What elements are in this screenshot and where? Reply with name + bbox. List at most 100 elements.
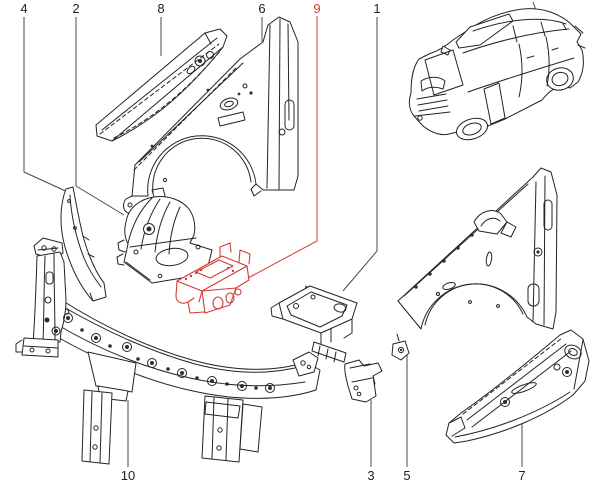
p7-slot xyxy=(511,382,537,394)
leader-line-4 xyxy=(23,17,71,194)
p6-tab-hole xyxy=(127,202,133,208)
callout-9-highlighted[interactable]: 9 xyxy=(313,1,321,16)
p10-tower-hole xyxy=(44,317,50,323)
p7-outline xyxy=(445,329,590,444)
p10-crossmember xyxy=(51,297,321,399)
p10-right-leg-hatch xyxy=(204,401,241,419)
p9-dot xyxy=(226,266,230,270)
p3-outline xyxy=(344,359,383,403)
p9-right-face xyxy=(235,265,250,289)
p3-hole xyxy=(356,391,362,397)
part-3-bracket xyxy=(344,359,383,403)
car-engine-bay-structure xyxy=(424,49,464,96)
callout-3[interactable]: 3 xyxy=(367,468,375,483)
callout-1[interactable]: 1 xyxy=(373,1,381,16)
car-grille xyxy=(414,93,451,117)
p10-left-leg xyxy=(81,389,113,465)
p5-hole xyxy=(496,304,500,308)
p10-grommet-center xyxy=(210,379,214,383)
callout-10[interactable]: 10 xyxy=(120,468,136,483)
p3-details xyxy=(349,363,376,385)
p10-tower-slot xyxy=(45,271,54,285)
p9-left-tab xyxy=(175,280,205,314)
p5-bracket-hole xyxy=(397,346,405,354)
p8-hole xyxy=(194,55,206,67)
p7-end-hole xyxy=(562,367,572,377)
car-door-sill-structure xyxy=(483,82,506,125)
p9-dot xyxy=(189,274,193,278)
p6-hatched-bracket xyxy=(217,111,246,127)
part-10-front-panel xyxy=(15,237,321,465)
p5-bolt xyxy=(428,272,432,276)
p2-hole xyxy=(157,273,163,279)
p10-grommet xyxy=(122,342,132,352)
p9-dot xyxy=(184,277,188,281)
car-mirror xyxy=(440,45,451,56)
p10-grommet xyxy=(177,368,187,378)
car-door-lines xyxy=(467,36,575,98)
callout-5[interactable]: 5 xyxy=(403,468,411,483)
p6-lower-tabs xyxy=(123,183,262,214)
p7-end-oval-inner xyxy=(568,348,578,356)
p4-hole xyxy=(73,226,77,230)
p8-hole-center xyxy=(198,59,202,63)
p10-leg-hole xyxy=(217,427,223,433)
p7-end-oval xyxy=(564,344,582,360)
p9-fins xyxy=(219,242,251,265)
leader-line-9-highlighted xyxy=(247,16,318,279)
p2-base-opening xyxy=(155,247,189,267)
p1-foot-prongs xyxy=(317,345,337,363)
p10-leg-hole xyxy=(93,425,99,431)
p5-hatched-tab xyxy=(500,221,517,238)
p5-strut-bump-line xyxy=(480,217,501,227)
p1-foot xyxy=(311,341,347,363)
part-9-highlighted-bracket[interactable] xyxy=(175,242,251,314)
p6-tower-hole xyxy=(219,97,239,111)
p10-bracket-hole xyxy=(41,245,47,251)
p8-serrated-flange xyxy=(99,43,220,135)
p10-grommet-center xyxy=(66,316,70,320)
p1-plate-inner xyxy=(286,291,348,328)
p6-bolt-hole xyxy=(206,88,210,92)
callout-8[interactable]: 8 xyxy=(157,1,165,16)
car-rear-wheel xyxy=(546,67,574,91)
p5-bolt xyxy=(470,233,474,237)
p4-hole xyxy=(67,199,71,203)
p6-tower-hole-inner xyxy=(224,100,234,108)
p2-ribs xyxy=(127,197,181,255)
p6-pillar-slot xyxy=(284,99,295,131)
p10-bolt xyxy=(225,382,229,386)
p9-dot xyxy=(194,271,198,275)
part-8-rail-left xyxy=(95,28,228,142)
p10-foot-hole xyxy=(29,347,35,353)
p9-dot xyxy=(199,268,203,272)
p5-bracket-hole-center xyxy=(399,348,403,352)
p10-grommet-center xyxy=(150,361,154,365)
car-front-wheel-rim xyxy=(462,122,482,136)
callout-7[interactable]: 7 xyxy=(518,468,526,483)
p10-grommets xyxy=(63,313,275,393)
p10-grommet-center xyxy=(240,384,244,388)
p5-bracket-tick xyxy=(396,333,400,342)
callout-4[interactable]: 4 xyxy=(20,1,28,16)
p1-oval-hole xyxy=(333,303,347,313)
p5-vertical-slot xyxy=(485,251,493,267)
part-4-cowl-panel xyxy=(60,186,107,302)
callout-6[interactable]: 6 xyxy=(258,1,266,16)
p6-bolt-hole xyxy=(150,144,154,148)
part-5-inner-fender-right xyxy=(391,167,558,361)
p10-grommet xyxy=(91,333,101,343)
p10-foot-hole xyxy=(45,348,51,354)
p10-grommet-center xyxy=(125,345,129,349)
callout-2[interactable]: 2 xyxy=(72,1,80,16)
car-rear-details xyxy=(574,25,586,49)
p5-pillar-hole-center xyxy=(536,250,540,254)
leader-line-2 xyxy=(75,17,125,216)
p10-grommet xyxy=(51,326,61,336)
p10-grommet xyxy=(147,358,157,368)
p10-left-leg-lines xyxy=(89,391,103,464)
part-7-rail-right xyxy=(445,329,590,444)
p10-grommet xyxy=(237,381,247,391)
p10-grommet xyxy=(63,313,73,323)
